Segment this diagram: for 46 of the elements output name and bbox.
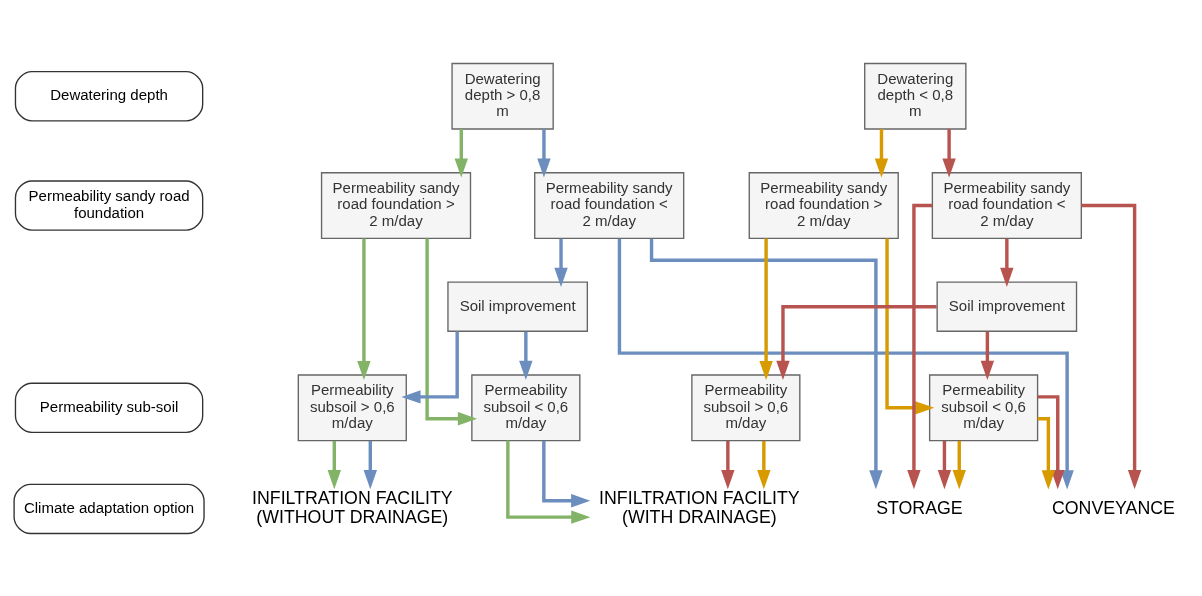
node-box: Permeability sandy road foundation <box>14 179 204 231</box>
arrow <box>980 331 995 380</box>
arrow <box>363 440 377 489</box>
arrow <box>1081 203 1142 489</box>
arrow <box>776 304 937 380</box>
arrow <box>885 238 935 415</box>
arrow <box>942 128 956 178</box>
node-text: INFILTRATION FACILITY (WITH DRAINAGE) <box>599 487 800 527</box>
arrow <box>554 238 568 287</box>
arrow <box>537 128 551 178</box>
arrow <box>506 440 591 524</box>
node-box: Permeability subsoil > 0,6 m/day <box>691 373 801 441</box>
arrow <box>759 238 773 380</box>
arrow <box>1000 238 1014 287</box>
arrow <box>1037 394 1065 489</box>
arrow <box>757 440 771 489</box>
arrow <box>401 330 459 404</box>
arrow <box>617 238 1074 489</box>
node-box: Permeability subsoil < 0,6 m/day <box>928 373 1039 441</box>
node-box: Dewatering depth < 0,8 m <box>864 62 967 130</box>
node-box: Permeability sandy road foundation > 2 m/day <box>320 171 472 239</box>
arrow <box>937 440 952 489</box>
arrow <box>519 331 533 380</box>
node-box: Soil improvement <box>447 280 589 332</box>
node-box: Permeability sandy road foundation < 2 m/day <box>534 171 685 239</box>
arrow <box>542 440 591 507</box>
node-text: CONVEYANCE <box>1051 497 1175 518</box>
node-box: Permeability sub-soil <box>14 382 204 433</box>
node-box: Dewatering depth > 0,8 m <box>451 62 554 130</box>
node-box: Permeability subsoil > 0,6 m/day <box>297 373 407 441</box>
arrow <box>454 128 468 178</box>
node-text: INFILTRATION FACILITY (WITHOUT DRAINAGE) <box>252 487 453 527</box>
arrow <box>721 440 735 489</box>
arrow <box>874 128 889 178</box>
arrow <box>327 440 342 489</box>
arrow <box>952 440 966 489</box>
arrow <box>425 237 478 425</box>
node-box: Soil improvement <box>936 280 1078 332</box>
node-box: Permeability sandy road foundation > 2 m/day <box>748 171 899 239</box>
node-box: Permeability sandy road foundation < 2 m/day <box>931 171 1082 239</box>
node-box: Permeability subsoil < 0,6 m/day <box>471 373 581 441</box>
arrow <box>357 238 371 380</box>
node-text: STORAGE <box>876 497 963 518</box>
node-box: Climate adaptation option <box>13 483 205 534</box>
node-box: Dewatering depth <box>14 70 204 122</box>
arrow <box>1037 416 1056 489</box>
